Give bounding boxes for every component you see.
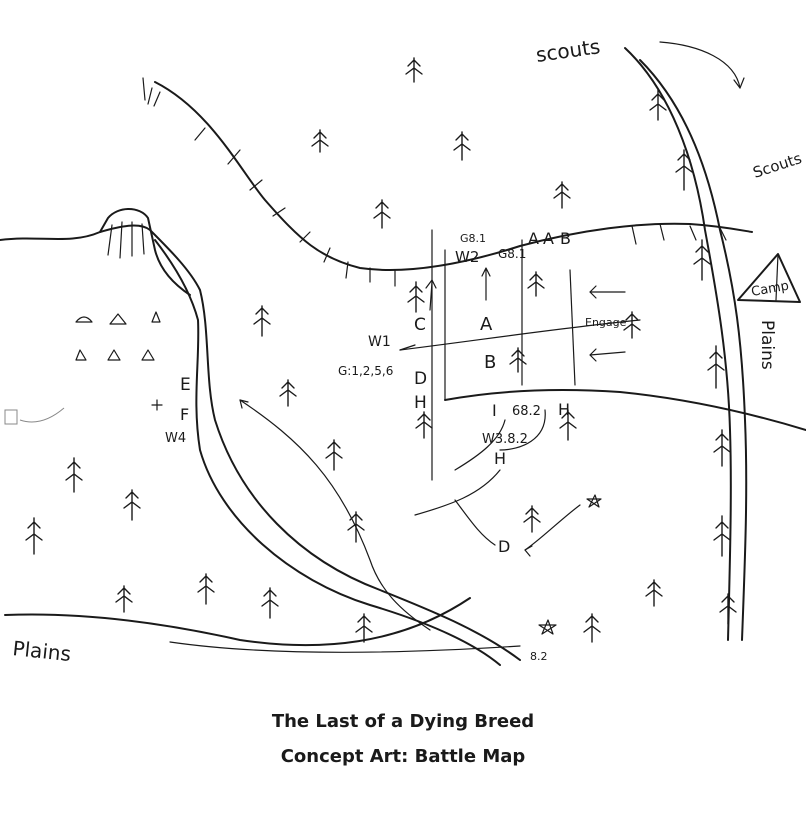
label-camp: Camp — [750, 279, 790, 300]
label-f: F — [180, 405, 189, 424]
right-road — [639, 59, 748, 641]
label-bottom-val: 8.2 — [530, 650, 548, 663]
battle-grid — [399, 229, 641, 481]
cross-marker — [151, 399, 163, 411]
ravine — [444, 389, 806, 431]
ridge-line — [154, 81, 753, 271]
trees — [25, 57, 737, 643]
left-fence — [4, 407, 65, 425]
river — [0, 224, 521, 661]
ridge-hatching — [142, 77, 727, 287]
plains-line-2 — [169, 641, 521, 653]
page-title: The Last of a Dying Breed — [271, 711, 535, 732]
label-b-top: B — [560, 229, 571, 248]
label-a-mid: A — [480, 314, 493, 335]
label-h-right: H — [558, 400, 570, 419]
label-w3-val: W3.8.2 — [482, 432, 528, 447]
label-d: D — [414, 369, 427, 389]
stars — [538, 494, 602, 635]
label-g81-mid: G8.1 — [498, 247, 526, 261]
label-i: I — [492, 401, 497, 420]
label-engage: Engage — [585, 316, 627, 329]
label-w1: W1 — [368, 334, 391, 350]
camp-tent — [737, 253, 801, 303]
label-g81-top: G8.1 — [460, 232, 486, 245]
label-i-val: 68.2 — [512, 404, 541, 419]
label-g-list: G:1,2,5,6 — [338, 364, 393, 378]
right-road-2 — [624, 47, 732, 641]
label-plains-right: Plains — [757, 320, 777, 370]
camp-tent-pole — [775, 253, 779, 301]
label-scouts-right: Scouts — [751, 149, 804, 182]
label-h-mid: H — [494, 449, 506, 468]
label-w2: W2 — [455, 248, 479, 266]
mesa-hatching — [107, 221, 145, 259]
river-bank — [154, 239, 501, 666]
label-scouts-top: scouts — [534, 34, 601, 67]
village-huts — [75, 311, 161, 361]
page-subtitle: Concept Art: Battle Map — [280, 746, 526, 767]
plains-line — [4, 597, 471, 647]
mesa — [99, 208, 191, 296]
label-d-bottom: D — [498, 537, 510, 556]
label-a-top: A — [528, 229, 539, 248]
label-e: E — [180, 375, 191, 395]
star-marker — [538, 619, 557, 635]
label-h: H — [414, 393, 427, 413]
star-marker — [586, 494, 602, 508]
label-w4: W4 — [165, 431, 186, 446]
label-c: C — [414, 315, 426, 335]
label-plains-left: Plains — [11, 636, 72, 666]
movement-arrows — [239, 41, 745, 631]
battle-map-sketch: scouts Scouts Camp Plains Plains Engage … — [0, 34, 806, 666]
label-b-mid: B — [484, 352, 496, 373]
label-a-top2: A — [543, 229, 554, 248]
